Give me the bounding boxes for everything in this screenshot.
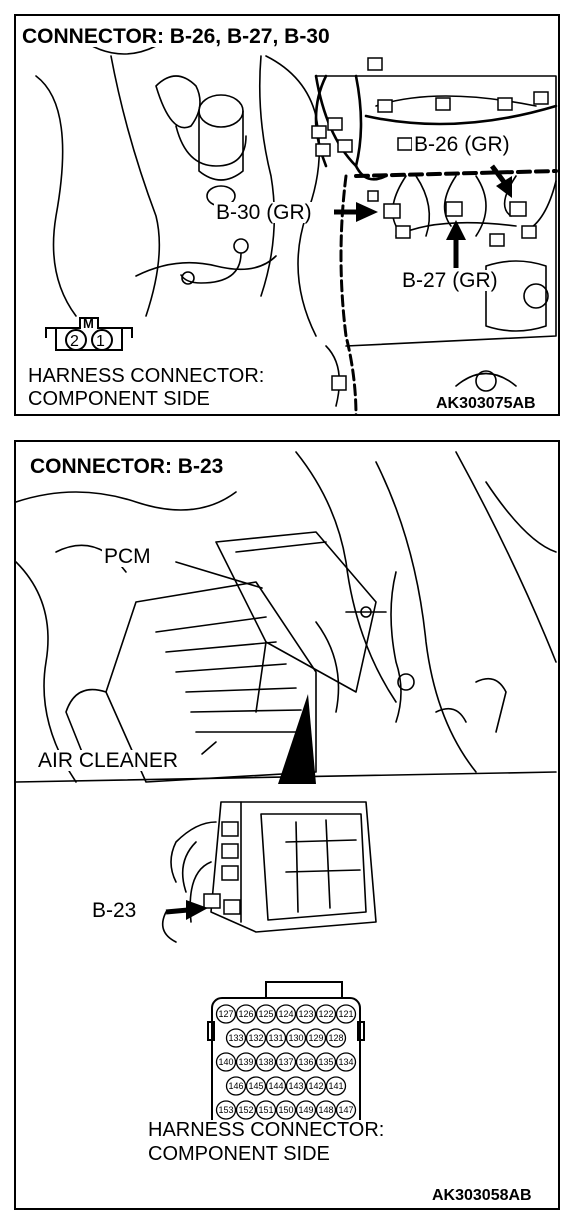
pin-label-144: 144 xyxy=(268,1081,283,1091)
pin-cavity-126 xyxy=(235,1004,257,1024)
pin-cavity-129 xyxy=(305,1028,327,1048)
pin-cavity-151 xyxy=(255,1100,277,1120)
pin-cavity-149 xyxy=(295,1100,317,1120)
pin-label-136: 136 xyxy=(298,1057,313,1067)
pin-label-132: 132 xyxy=(248,1033,263,1043)
pin-cavity-122 xyxy=(315,1004,337,1024)
pin-label-131: 131 xyxy=(268,1033,283,1043)
pin-label-126: 126 xyxy=(238,1009,253,1019)
connector-b26-b27-b30-panel: M 2 1 CONNECTOR: B-26, B-27, B-30 B-26 (… xyxy=(14,14,560,416)
pin-cavity-142 xyxy=(305,1076,327,1096)
connector-b23-panel: 127 126 125 124 123 122 121 133 132 131 130 129 128 1… xyxy=(14,440,560,1210)
label-b30: B-30 (GR) xyxy=(214,201,314,224)
pin-cavity-124 xyxy=(275,1004,297,1024)
pin-cavity-133 xyxy=(225,1028,247,1048)
pin-cavity-144 xyxy=(265,1076,287,1096)
label-b27: B-27 (GR) xyxy=(400,269,500,292)
pin-cavity-137 xyxy=(275,1052,297,1072)
top-harness-line1: HARNESS CONNECTOR: xyxy=(26,365,267,387)
pin-cavity-121 xyxy=(335,1004,357,1024)
pin-cavity-148 xyxy=(315,1100,337,1120)
pin-label-127: 127 xyxy=(218,1009,233,1019)
pin-label-150: 150 xyxy=(278,1105,293,1115)
label-b26: B-26 (GR) xyxy=(412,133,512,156)
pin-cavity-123 xyxy=(295,1004,317,1024)
pin-cavity-138 xyxy=(255,1052,277,1072)
harness-connectors xyxy=(311,57,549,391)
pin-label-125: 125 xyxy=(258,1009,273,1019)
pin-cavity-152 xyxy=(235,1100,257,1120)
pin-label-145: 145 xyxy=(248,1081,263,1091)
pin-label-151: 151 xyxy=(258,1105,273,1115)
label-b23: B-23 xyxy=(90,899,139,922)
pin-cavity-146 xyxy=(225,1076,247,1096)
pin-label-134: 134 xyxy=(338,1057,353,1067)
pin-cavity-128 xyxy=(325,1028,347,1048)
pin-cavity-147 xyxy=(335,1100,357,1120)
label-pcm: PCM xyxy=(102,545,153,568)
pin-cavity-135 xyxy=(315,1052,337,1072)
pin-label-130: 130 xyxy=(288,1033,303,1043)
label-air-cleaner: AIR CLEANER xyxy=(36,749,181,772)
pin-label-124: 124 xyxy=(278,1009,293,1019)
pin-label-123: 123 xyxy=(298,1009,313,1019)
pin-cavity-125 xyxy=(255,1004,277,1024)
pin-cavity-141 xyxy=(325,1076,347,1096)
pin-label-133: 133 xyxy=(228,1033,243,1043)
pin-cavity-145 xyxy=(245,1076,267,1096)
pin-label-135: 135 xyxy=(318,1057,333,1067)
pin-label-128: 128 xyxy=(328,1033,343,1043)
pin-label-140: 140 xyxy=(218,1057,233,1067)
pin-label-137: 137 xyxy=(278,1057,293,1067)
pin-label-149: 149 xyxy=(298,1105,313,1115)
bottom-panel-title: CONNECTOR: B-23 xyxy=(28,455,226,478)
pin-cavity-134 xyxy=(335,1052,357,1072)
pin-label-153: 153 xyxy=(218,1105,233,1115)
pin-cavity-132 xyxy=(245,1028,267,1048)
pin-cavity-140 xyxy=(215,1052,237,1072)
bottom-harness-line1: HARNESS CONNECTOR: xyxy=(146,1119,387,1141)
connector-symbol xyxy=(45,317,133,351)
pin-label-147: 147 xyxy=(338,1105,353,1115)
bottom-harness-line2: COMPONENT SIDE xyxy=(146,1143,332,1165)
pin-cavity-139 xyxy=(235,1052,257,1072)
b23-pin-grid: 127 126 125 124 123 122 121 133 132 131 130 129 128 1… xyxy=(215,1004,357,1120)
pin-label-152: 152 xyxy=(238,1105,253,1115)
symbol-pin-1: 1 xyxy=(96,333,105,350)
pin-cavity-127 xyxy=(215,1004,237,1024)
pin-label-146: 146 xyxy=(228,1081,243,1091)
bottom-figure-code: AK303058AB xyxy=(430,1187,534,1204)
pin-label-148: 148 xyxy=(318,1105,333,1115)
pin-cavity-153 xyxy=(215,1100,237,1120)
top-figure-code: AK303075AB xyxy=(434,395,538,412)
symbol-letter: M xyxy=(83,316,94,331)
pcm-air-cleaner-drawing: 127 126 125 124 123 122 121 133 132 131 130 129 128 1… xyxy=(16,451,557,1137)
pin-label-142: 142 xyxy=(308,1081,323,1091)
symbol-pin-2: 2 xyxy=(70,333,79,350)
pin-label-143: 143 xyxy=(288,1081,303,1091)
pin-cavity-131 xyxy=(265,1028,287,1048)
top-panel-title: CONNECTOR: B-26, B-27, B-30 xyxy=(20,25,332,48)
pin-label-138: 138 xyxy=(258,1057,273,1067)
b23-arrow xyxy=(165,900,208,920)
pin-cavity-130 xyxy=(285,1028,307,1048)
pin-label-122: 122 xyxy=(318,1009,333,1019)
pin-cavity-150 xyxy=(275,1100,297,1120)
pin-label-129: 129 xyxy=(308,1033,323,1043)
top-harness-line2: COMPONENT SIDE xyxy=(26,388,212,410)
pin-label-139: 139 xyxy=(238,1057,253,1067)
pointer-arrows xyxy=(334,164,512,268)
pin-cavity-143 xyxy=(285,1076,307,1096)
pin-label-141: 141 xyxy=(328,1081,343,1091)
engine-harness-drawing: M 2 1 xyxy=(35,35,558,414)
pin-label-121: 121 xyxy=(338,1009,353,1019)
pin-cavity-136 xyxy=(295,1052,317,1072)
pcm-connector-blocks xyxy=(203,821,241,915)
